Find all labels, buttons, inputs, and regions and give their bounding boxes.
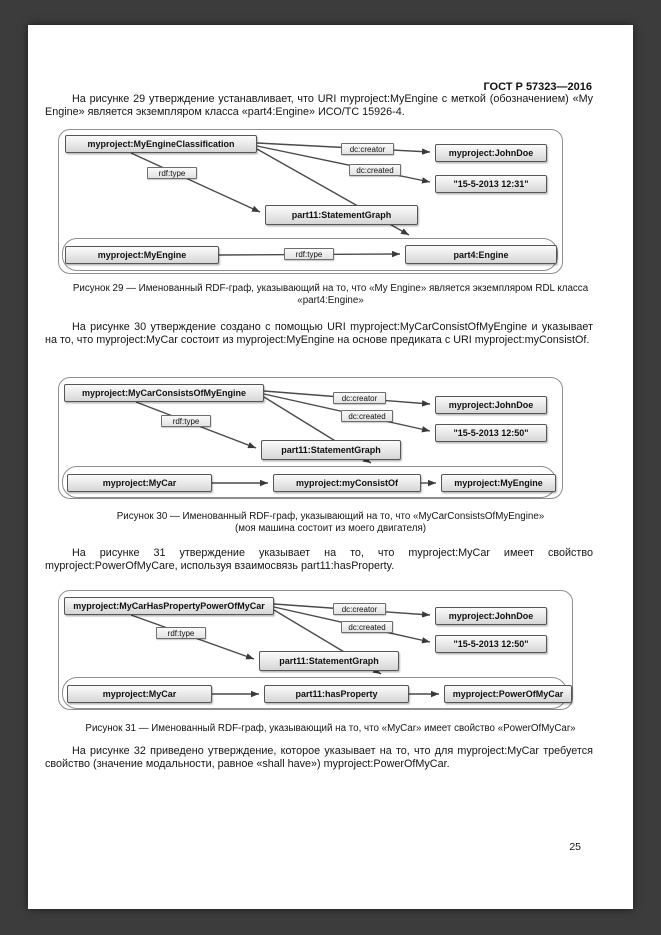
figure-30-caption: Рисунок 30 — Именованный RDF-граф, указы… bbox=[28, 511, 633, 535]
node-johndoe: myproject:JohnDoe bbox=[435, 144, 547, 162]
node-named-graph-uri: myproject:MyCarHasPropertyPowerOfMyCar bbox=[64, 597, 274, 615]
node-johndoe: myproject:JohnDoe bbox=[435, 607, 547, 625]
node-named-graph-uri: myproject:MyCarConsistsOfMyEngine bbox=[64, 384, 264, 402]
caption-line: (моя машина состоит из моего двигателя) bbox=[234, 523, 427, 534]
node-subject: myproject:MyCar bbox=[67, 474, 212, 492]
caption-line: Рисунок 31 — Именованный RDF-граф, указы… bbox=[85, 723, 576, 734]
node-predicate: myproject:myConsistOf bbox=[273, 474, 421, 492]
node-object: part4:Engine bbox=[405, 245, 557, 264]
caption-line: Рисунок 29 — Именованный RDF-граф, указы… bbox=[72, 283, 589, 294]
document-header: ГОСТ Р 57323—2016 bbox=[483, 81, 592, 93]
paragraph-fig32-intro: На рисунке 32 приведено утверждение, кот… bbox=[45, 745, 593, 770]
edge-label-dc-created: dc:created bbox=[341, 621, 393, 633]
edge-label-dc-creator: dc:creator bbox=[333, 603, 386, 615]
edge-label-dc-creator: dc:creator bbox=[333, 392, 386, 404]
node-created-date: "15-5-2013 12:31" bbox=[435, 175, 547, 193]
node-statement-graph-class: part11:StatementGraph bbox=[261, 440, 401, 460]
figure-31-caption: Рисунок 31 — Именованный RDF-граф, указы… bbox=[28, 723, 633, 735]
caption-line: Рисунок 30 — Именованный RDF-граф, указы… bbox=[116, 511, 545, 522]
figure-29-caption: Рисунок 29 — Именованный RDF-граф, указы… bbox=[28, 283, 633, 307]
edge-label-predicate: rdf:type bbox=[284, 248, 334, 260]
edge-label-dc-created: dc:created bbox=[349, 164, 401, 176]
paragraph-fig31-intro: На рисунке 31 утверждение указывает на т… bbox=[45, 547, 593, 572]
node-created-date: "15-5-2013 12:50" bbox=[435, 424, 547, 442]
page-number: 25 bbox=[569, 841, 581, 853]
paragraph-fig29-intro: На рисунке 29 утверждение устанавливает,… bbox=[45, 93, 593, 118]
node-object: myproject:PowerOfMyCar bbox=[444, 685, 572, 703]
paragraph-fig30-intro: На рисунке 30 утверждение создано с помо… bbox=[45, 321, 593, 346]
caption-line: «part4:Engine» bbox=[297, 295, 364, 306]
edge-label-dc-creator: dc:creator bbox=[341, 143, 394, 155]
edge-label-rdf-type: rdf:type bbox=[161, 415, 211, 427]
figure-30-diagram: myproject:MyCarConsistsOfMyEngine dc:cre… bbox=[58, 377, 563, 499]
node-statement-graph-class: part11:StatementGraph bbox=[259, 651, 399, 671]
node-object: myproject:MyEngine bbox=[441, 474, 556, 492]
document-page: ГОСТ Р 57323—2016 На рисунке 29 утвержде… bbox=[28, 25, 633, 909]
edge-label-rdf-type: rdf:type bbox=[156, 627, 206, 639]
figure-29-diagram: myproject:MyEngineClassification dc:crea… bbox=[58, 129, 563, 274]
node-predicate: part11:hasProperty bbox=[264, 685, 409, 703]
node-subject: myproject:MyCar bbox=[67, 685, 212, 703]
node-johndoe: myproject:JohnDoe bbox=[435, 396, 547, 414]
edge-label-dc-created: dc:created bbox=[341, 410, 393, 422]
edge-label-rdf-type: rdf:type bbox=[147, 167, 197, 179]
node-named-graph-uri: myproject:MyEngineClassification bbox=[65, 135, 257, 153]
node-created-date: "15-5-2013 12:50" bbox=[435, 635, 547, 653]
figure-31-diagram: myproject:MyCarHasPropertyPowerOfMyCar d… bbox=[58, 590, 573, 710]
node-subject: myproject:MyEngine bbox=[65, 246, 219, 264]
node-statement-graph-class: part11:StatementGraph bbox=[265, 205, 418, 225]
